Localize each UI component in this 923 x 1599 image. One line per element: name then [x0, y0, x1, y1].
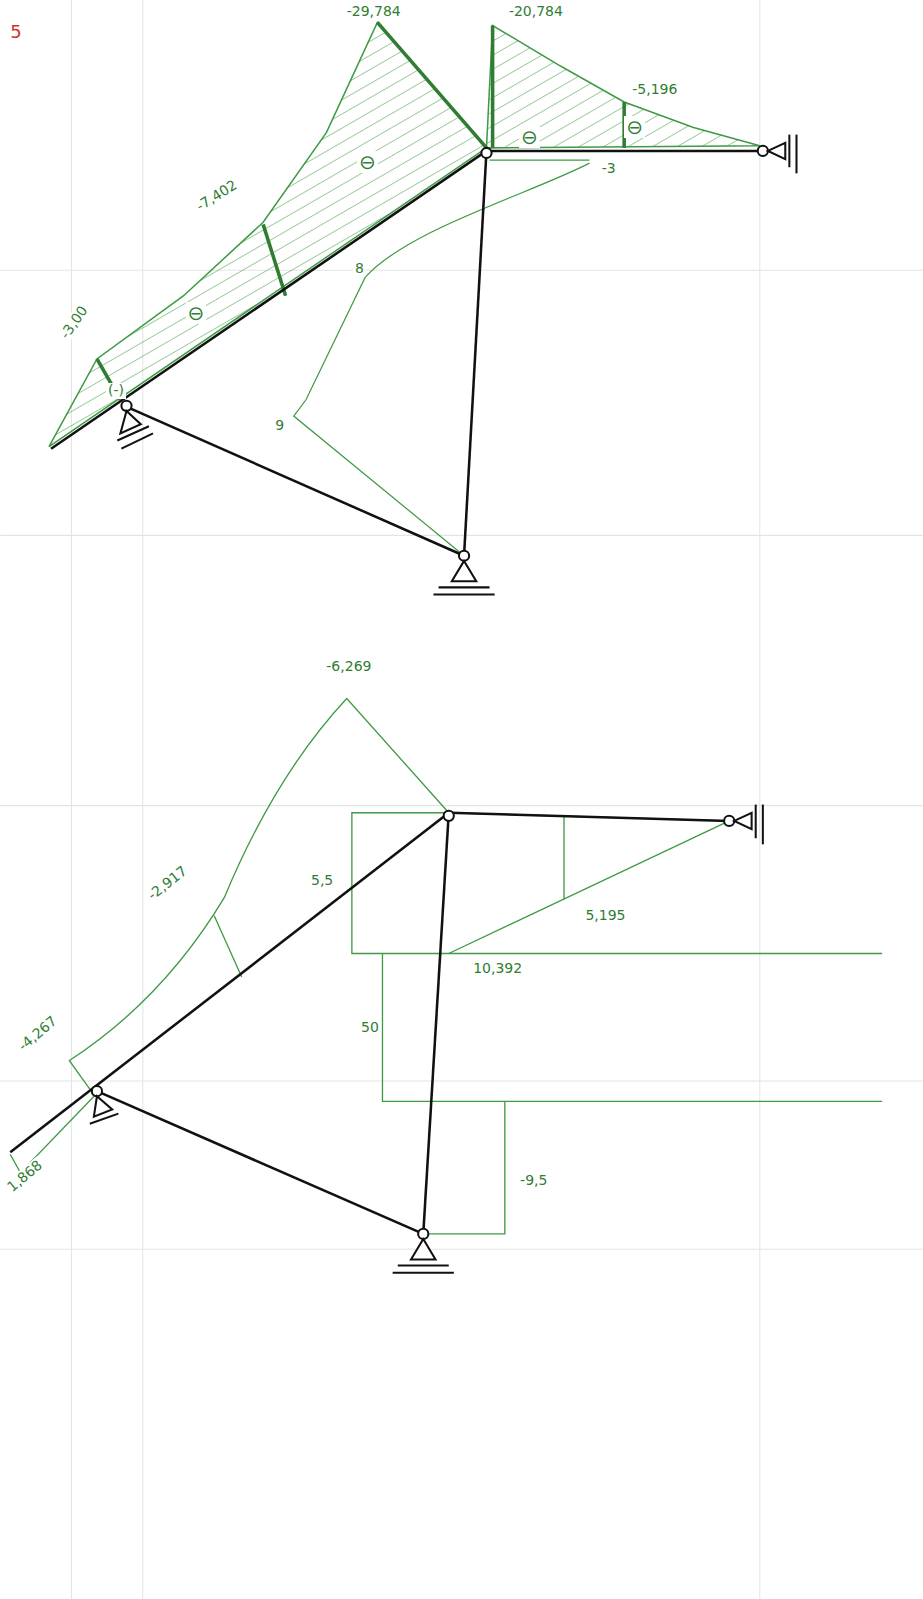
moment-outline [69, 699, 448, 1090]
support-symbol [734, 813, 751, 829]
support-line [398, 1265, 449, 1267]
ordinate [491, 25, 495, 147]
grid-line [142, 0, 143, 1599]
value-label: -20,784 [507, 4, 565, 19]
member [464, 151, 486, 556]
moment-outline [10, 1093, 97, 1173]
support-line [439, 586, 490, 588]
value-label: 1,868 [3, 1156, 47, 1196]
support-line [393, 1272, 454, 1274]
value-label: 5,5 [309, 873, 335, 888]
frame-members [10, 813, 729, 1234]
page-number: 5 [8, 22, 23, 42]
shear-curve [294, 160, 590, 556]
value-label: -6,269 [324, 659, 373, 674]
supports [117, 135, 796, 595]
hinge [481, 148, 491, 158]
hinge [444, 811, 454, 821]
member [486, 150, 762, 153]
support-line [90, 1114, 119, 1124]
hinge [121, 401, 131, 411]
value-label: 50 [359, 1020, 381, 1035]
grid-line [0, 270, 923, 271]
grid-line [0, 805, 923, 806]
support-line [121, 433, 153, 448]
support-line [755, 805, 757, 839]
sign-symbol: ⊖ [186, 302, 207, 324]
ordinate [377, 22, 486, 147]
member [449, 813, 729, 821]
support-symbol [411, 1239, 435, 1259]
grid-line [0, 1080, 923, 1081]
member [10, 813, 449, 1153]
value-label: -7,402 [192, 176, 242, 215]
member [97, 1091, 423, 1234]
value-label: 9 [273, 418, 286, 433]
supports [90, 805, 763, 1273]
moment-ordinates [97, 22, 624, 399]
member [423, 813, 448, 1234]
hinge [92, 1086, 102, 1096]
value-label: -3,00 [57, 302, 93, 344]
support-symbol [452, 561, 476, 581]
shear-outline [352, 813, 882, 954]
support-line [762, 805, 764, 845]
axial-outline [423, 1101, 505, 1234]
member [51, 151, 486, 449]
internal-force-diagram [10, 699, 882, 1234]
value-label: -5,196 [630, 82, 679, 97]
moment-area [49, 22, 486, 446]
axial-outline [382, 953, 882, 1101]
ordinate [563, 816, 564, 900]
value-label: (-) [106, 383, 126, 398]
value-label: 10,392 [471, 961, 524, 976]
support-symbol [768, 143, 785, 159]
value-label: 8 [353, 261, 366, 276]
sign-symbol: ⊖ [519, 126, 540, 148]
member [124, 406, 464, 556]
value-label: 5,195 [583, 908, 627, 923]
grid-line [0, 535, 923, 536]
support-line [433, 594, 494, 596]
sign-symbol: ⊖ [624, 116, 645, 138]
grid-line [71, 0, 72, 1599]
frame-members [51, 151, 763, 556]
support-symbol [94, 1096, 112, 1116]
support-line [795, 135, 797, 174]
support-line [788, 135, 790, 168]
moment-diagram [49, 22, 760, 446]
grid-line [0, 1249, 923, 1250]
ordinate [214, 916, 242, 977]
value-label: -9,5 [518, 1173, 549, 1188]
value-label: -4,267 [15, 1012, 63, 1055]
support-symbol [120, 411, 140, 433]
ordinate [263, 224, 285, 295]
value-label: -29,784 [345, 4, 403, 19]
value-label: -3 [600, 161, 618, 176]
sign-symbol: ⊖ [357, 151, 378, 173]
grid-line [759, 0, 760, 1599]
moment-outline [449, 813, 729, 954]
value-label: -2,917 [143, 862, 191, 904]
moment-area [486, 25, 759, 147]
